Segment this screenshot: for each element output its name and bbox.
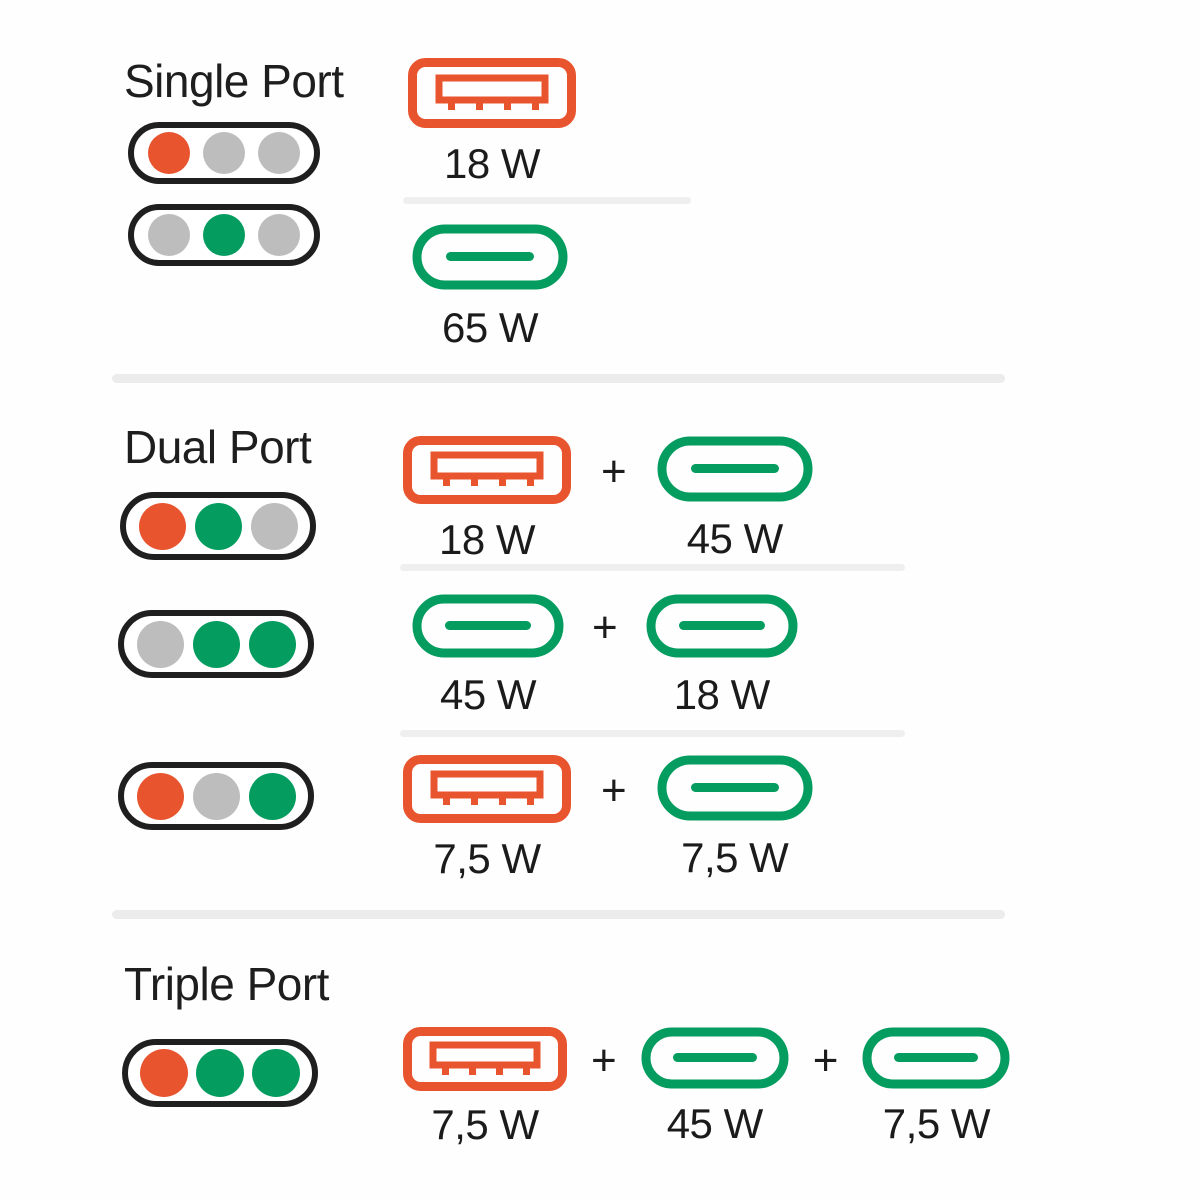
usb-c-icon	[412, 224, 568, 290]
watt-label: 18 W	[673, 671, 771, 718]
indicator-dot-gray	[148, 214, 191, 256]
port-item-usb-c: 45 W	[412, 594, 564, 719]
usb-a-icon	[403, 436, 571, 504]
divider-minor-dual-2	[400, 730, 905, 737]
indicator-dot-green	[248, 620, 296, 668]
divider-minor-single	[403, 197, 691, 204]
indicator-dot-green	[194, 502, 242, 550]
port-row-single-2: 65 W	[412, 224, 568, 352]
indicator-dot-gray	[257, 214, 300, 256]
section-dual-port: Dual Port	[0, 400, 1200, 910]
watt-label: 7,5 W	[882, 1100, 991, 1147]
indicator-single-row-2	[128, 204, 320, 266]
section-single-port: Single Port 18 W	[0, 28, 1200, 368]
watt-label: 65 W	[441, 304, 539, 351]
indicator-dot-green	[248, 772, 296, 820]
port-row-dual-1: 18 W + 45 W	[403, 436, 813, 564]
indicator-dot-gray	[257, 132, 300, 174]
divider-major-1	[112, 374, 1005, 383]
watt-label: 45 W	[439, 671, 537, 718]
watt-label: 18 W	[443, 140, 541, 187]
port-row-triple-1: 7,5 W + 45 W + 7,5 W	[403, 1027, 1010, 1149]
section-title-dual-port: Dual Port	[124, 421, 312, 473]
divider-major-2	[112, 910, 1005, 919]
port-item-usb-c: 45 W	[657, 436, 813, 563]
indicator-dot-gray	[136, 620, 184, 668]
indicator-dot-green	[202, 214, 245, 256]
port-item-usb-c: 7,5 W	[862, 1027, 1010, 1148]
usb-c-icon	[657, 436, 813, 502]
indicator-dot-gray	[250, 502, 298, 550]
indicator-dual-row-1	[120, 492, 316, 560]
indicator-dot-green	[192, 620, 240, 668]
indicator-single-row-1	[128, 122, 320, 184]
usb-a-icon	[403, 1027, 567, 1091]
watt-label: 7,5 W	[431, 1101, 539, 1148]
plus-joiner: +	[592, 603, 618, 652]
watt-label: 7,5 W	[433, 835, 541, 882]
watt-label: 45 W	[686, 515, 784, 562]
usb-c-icon	[657, 755, 813, 821]
port-item-usb-a: 7,5 W	[403, 755, 571, 883]
usb-c-icon	[412, 594, 564, 658]
usb-c-icon	[862, 1027, 1010, 1089]
usb-a-icon	[408, 58, 576, 128]
indicator-triple-row-1	[122, 1039, 318, 1107]
indicator-dot-orange	[138, 502, 186, 550]
usb-a-icon	[403, 755, 571, 823]
watt-label: 18 W	[438, 516, 536, 563]
indicator-dual-row-3	[118, 762, 314, 830]
plus-joiner: +	[591, 1036, 617, 1085]
indicator-dot-green	[252, 1049, 300, 1097]
divider-minor-dual-1	[400, 564, 905, 571]
plus-joiner: +	[812, 1036, 839, 1085]
usb-c-icon	[641, 1027, 789, 1089]
port-item-usb-a: 18 W	[408, 58, 576, 188]
section-title-single-port: Single Port	[124, 55, 344, 107]
indicator-dot-orange	[136, 772, 184, 820]
indicator-dot-gray	[202, 132, 245, 174]
section-triple-port: Triple Port 7,5 W +	[0, 935, 1200, 1185]
indicator-dot-green	[196, 1049, 244, 1097]
port-item-usb-c: 7,5 W	[657, 755, 813, 882]
indicator-dual-row-2	[118, 610, 314, 678]
indicator-dot-gray	[192, 772, 240, 820]
port-row-dual-2: 45 W + 18 W	[412, 594, 798, 719]
port-row-single-1: 18 W	[408, 58, 576, 188]
port-item-usb-c: 45 W	[641, 1027, 789, 1148]
watt-label: 45 W	[666, 1100, 764, 1147]
port-item-usb-a: 18 W	[403, 436, 571, 564]
plus-joiner: +	[601, 766, 627, 815]
port-item-usb-c: 18 W	[646, 594, 798, 719]
usb-c-icon	[646, 594, 798, 658]
indicator-dot-orange	[140, 1049, 188, 1097]
section-title-triple-port: Triple Port	[124, 958, 329, 1010]
port-item-usb-a: 7,5 W	[403, 1027, 567, 1149]
plus-joiner: +	[601, 447, 627, 496]
watt-label: 7,5 W	[681, 834, 789, 881]
indicator-dot-orange	[148, 132, 191, 174]
port-item-usb-c: 65 W	[412, 224, 568, 352]
port-row-dual-3: 7,5 W + 7,5 W	[403, 755, 813, 883]
